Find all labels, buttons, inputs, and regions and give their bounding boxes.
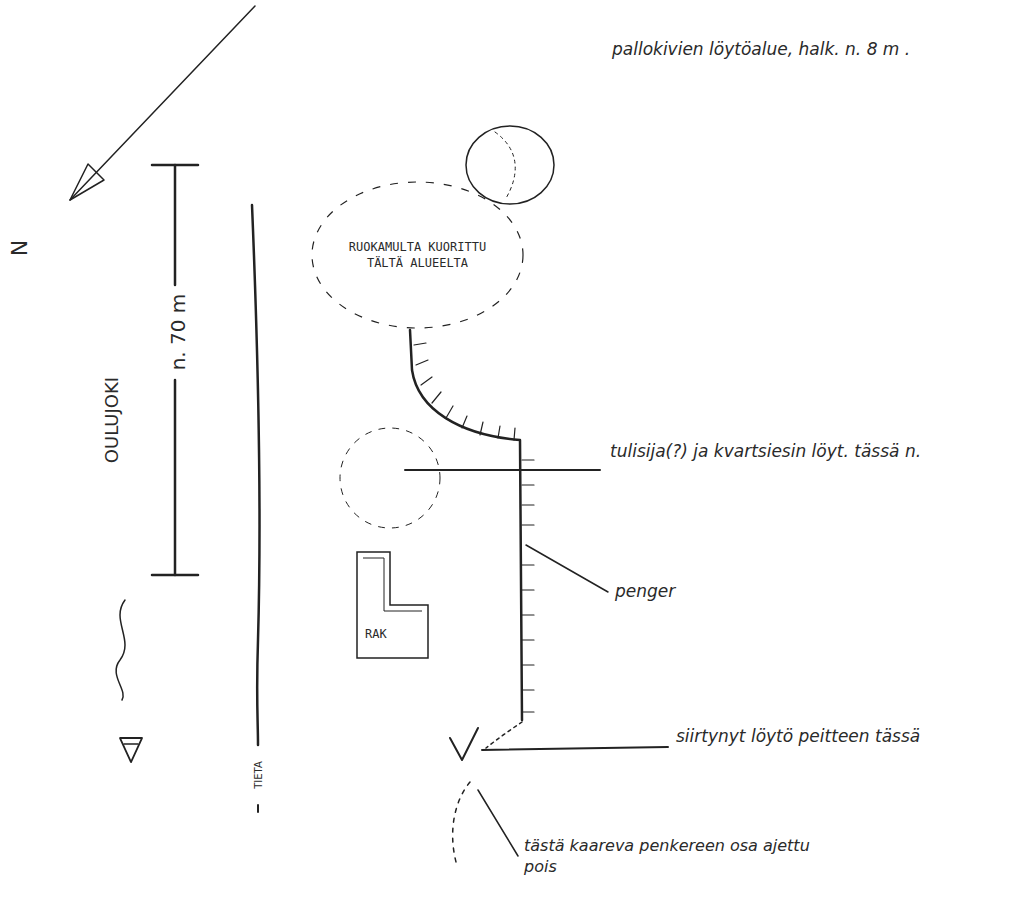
find-area-circle <box>495 132 515 200</box>
road-line <box>257 805 259 812</box>
north-arrow <box>70 6 255 200</box>
leader-line <box>482 747 668 750</box>
arrow-head <box>70 164 104 200</box>
node-text: RUOKAMULTA KUORITTU TÄLTÄ ALUEELTA <box>344 239 491 271</box>
stripped-area-oval-shape <box>310 180 525 330</box>
dashed-oval <box>312 182 523 328</box>
embankment-label: penger <box>615 580 735 602</box>
north-label: N <box>6 237 35 259</box>
leader-line <box>478 790 518 856</box>
leader-line <box>405 469 600 471</box>
removed-embankment <box>486 722 522 748</box>
building-inner-line <box>363 558 422 611</box>
find-note: siirtynyt löytö peitteen tässä <box>676 725 936 747</box>
find-area-note: pallokivien löytöalue, halk. n. 8 m . <box>612 38 912 60</box>
building-outline-shape <box>355 550 430 660</box>
check-mark <box>450 728 478 760</box>
removed-part-note: tästä kaareva penkereen osa ajettu pois <box>524 836 844 878</box>
dimension-line <box>152 165 198 575</box>
road-label: TIETA <box>252 758 265 792</box>
leader-line <box>526 545 608 592</box>
removed-embankment <box>453 782 470 862</box>
building-outline: RAK <box>355 550 430 660</box>
embankment <box>410 330 522 720</box>
water-symbol <box>124 743 138 745</box>
stripped-area-oval: RUOKAMULTA KUORITTU TÄLTÄ ALUEELTA <box>310 180 525 330</box>
embankment-hatch <box>414 343 534 712</box>
dimension-label: n. 70 m <box>165 291 191 374</box>
node-text: RAK <box>365 626 387 642</box>
river-wave <box>116 600 125 700</box>
hearth-circle <box>340 428 440 528</box>
find-area-circle <box>466 126 554 204</box>
water-symbol <box>120 738 142 762</box>
hearth-note: tulisija(?) ja kvartsiesin löyt. tässä n… <box>610 440 940 462</box>
building-outline-path <box>357 552 428 658</box>
road-line <box>252 205 260 745</box>
river-name: OULUJOKI <box>100 374 123 466</box>
